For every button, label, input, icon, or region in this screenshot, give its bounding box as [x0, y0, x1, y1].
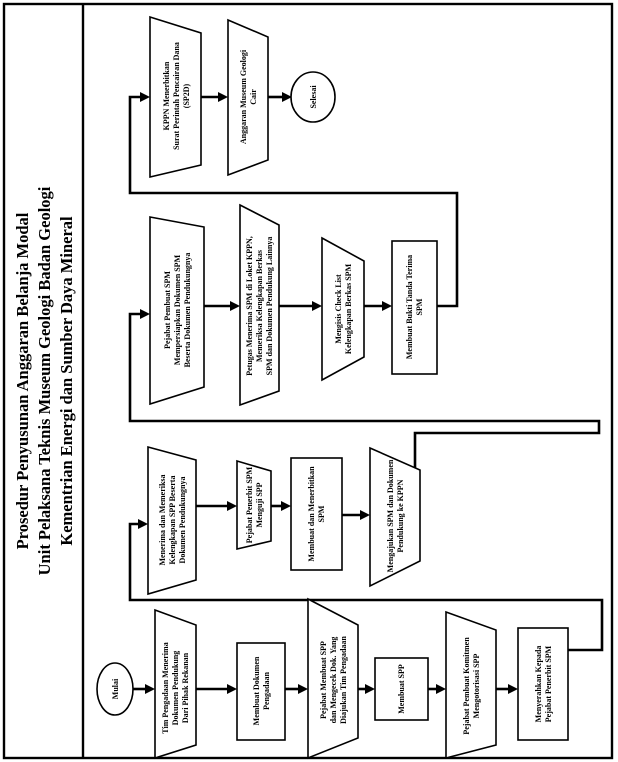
- node-text-line: Pejabat Membuat SPP: [319, 641, 328, 719]
- node-text-line: Pejabat Penerbit SPM: [245, 466, 254, 543]
- node-text-line: Pendukung ke KPPN: [396, 479, 405, 552]
- menerima-memeriksa-node: [147, 445, 197, 596]
- node-text-line: Dari Pihak Rekanan: [181, 652, 190, 723]
- node-text-line: Pejabat Pembuat SPM: [163, 271, 172, 349]
- pejabat-membuat-spp-node: [307, 597, 359, 760]
- membuat-spp-label: Membuat SPP: [397, 664, 406, 714]
- membuat-menerbitkan-spm-node: [290, 457, 343, 571]
- pejabat-penerbit-spm-node: [236, 459, 272, 551]
- connectors: [128, 95, 604, 691]
- node-text-line: Mempersiapkan Dokumen SPM: [173, 254, 182, 365]
- mengisis-check-list-node: [321, 236, 365, 382]
- node-text-line: Menyerahkan Kepada: [534, 646, 543, 723]
- node-text-line: Membuat Bukti Tanda Terima: [405, 255, 414, 359]
- node-text-line: Menguji SPP: [255, 482, 264, 527]
- page-title-line-3: Kementrian Energi dan Sumber Daya Minera…: [57, 216, 76, 546]
- node-text-line: KPPN Menerbitkan: [162, 61, 171, 130]
- node-text-line: SPM dan Dokumen Pendukung Lainnya: [265, 237, 274, 376]
- start-label: Mulai: [111, 678, 120, 699]
- mengajukan-spm-node: [369, 446, 421, 588]
- node-text-line: dan Mengecek Dok. Yang: [329, 637, 338, 724]
- tim-pengadaan-node: [154, 608, 197, 760]
- membuat-bukti-node: [391, 240, 438, 375]
- node-text-line: Kelengkapan Berkas SPM: [344, 263, 353, 354]
- node-text-line: Cair: [249, 89, 258, 105]
- petugas-menerima-node: [239, 203, 280, 407]
- pejabat-pembuat-komitmen-node: [445, 610, 497, 760]
- node-text-line: Membuat SPP: [397, 664, 406, 714]
- pejabat-pembuat-spm-node: [149, 216, 205, 406]
- node-text-line: SPM: [317, 505, 326, 522]
- arrowheads: [138, 92, 518, 694]
- end-label: Selesai: [309, 85, 318, 109]
- page-title-line-1: Prosedur Penyusunan Anggaran Belanja Mod…: [13, 212, 32, 549]
- page-title-line-2: Unit Pelaksana Teknis Museum Geologi Bad…: [35, 186, 54, 575]
- node-text-line: Diajukan Tim Pengadaan: [339, 636, 348, 724]
- node-text-line: Pejabat Penerbit SPM: [544, 645, 553, 722]
- node-text-line: Menerima dan Memeriksa: [158, 474, 167, 565]
- node-text-line: Pengadaan: [262, 672, 271, 710]
- node-text-line: Mengajukan SPM dan Dokumen: [386, 459, 395, 572]
- node-text-line: Beserta Dokumen Pendukungnya: [183, 253, 192, 368]
- node-text-line: Mulai: [111, 678, 120, 699]
- node-text-line: Membuat Dokumen: [252, 656, 261, 725]
- node-text-line: Mengisis Check List: [334, 274, 343, 344]
- node-text-line: Surat Perintah Pencairan Dana: [172, 42, 181, 150]
- menyerahkan-kepada-node: [517, 627, 569, 741]
- node-text-line: Kelengkapan SPP Beserta: [168, 476, 177, 565]
- node-text-line: Membuat dan Menerbitkan: [307, 466, 316, 562]
- node-text-line: Anggaran Museum Geologi: [239, 49, 248, 144]
- node-text-line: Memeriksa Kelengkapan Berkas: [255, 250, 264, 362]
- node-text-line: Petugas Menerima SPM di Loket KPPN,: [245, 236, 254, 376]
- membuat-spp-node: [374, 657, 429, 721]
- petugas-menerima-label: Petugas Menerima SPM di Loket KPPN,Memer…: [245, 236, 274, 376]
- membuat-dokumen-pengadaan-node: [236, 642, 286, 741]
- node-text-line: Tim Pengadaan Menerima: [161, 642, 170, 733]
- node-text-line: Pejabat Pembuat Komitmen: [462, 637, 471, 735]
- node-text-line: Selesai: [309, 85, 318, 109]
- end-terminal: [290, 71, 336, 123]
- node-text-line: Mengotorisasi SPP: [472, 654, 481, 719]
- node-text-line: (SP2D): [182, 83, 191, 108]
- kppn-menerbitkan-node: [149, 15, 202, 179]
- node-text-line: Dokumen Pendukungnya: [178, 477, 187, 564]
- anggaran-museum-node: [227, 18, 269, 177]
- node-text-line: Dokumen Pendukung: [171, 651, 180, 725]
- start-terminal: [96, 662, 134, 716]
- node-text-line: SPM: [415, 298, 424, 315]
